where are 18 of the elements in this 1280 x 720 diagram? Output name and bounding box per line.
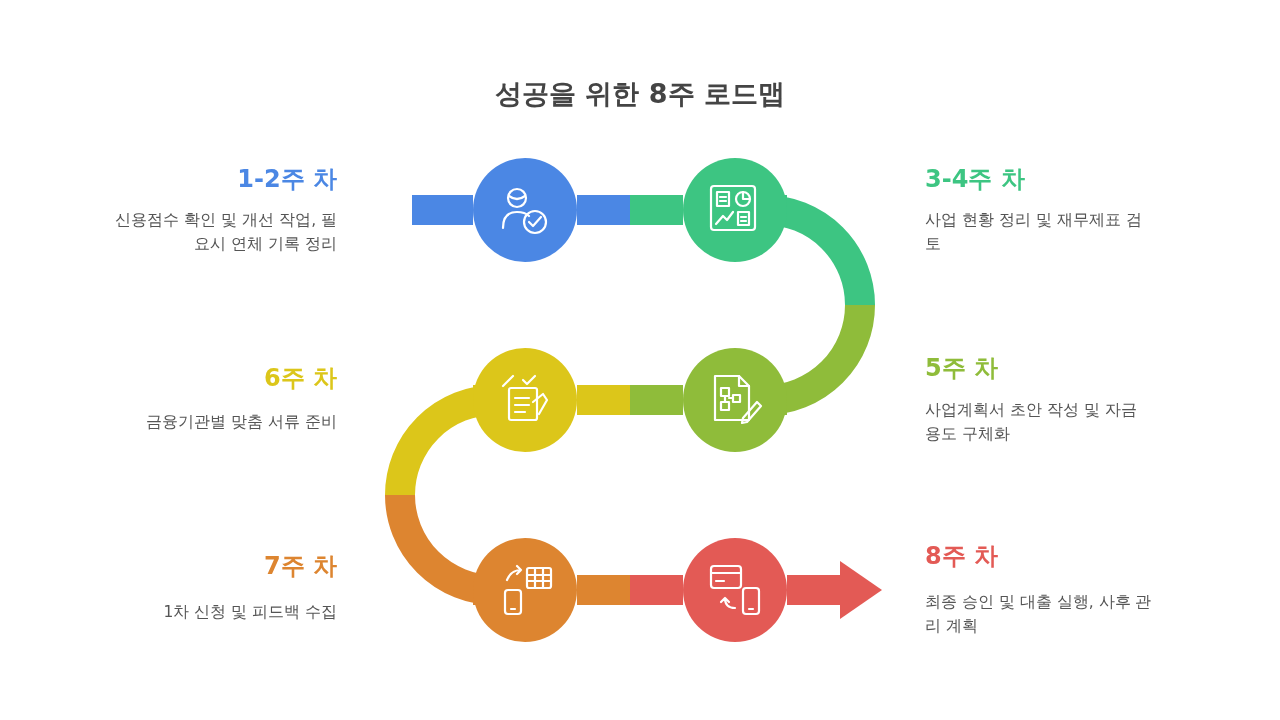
step-description: 금융기관별 맞춤 서류 준비 [145,412,337,433]
path-band [577,385,683,415]
step-heading: 7주 차 [263,551,337,582]
step-heading: 6주 차 [263,363,337,394]
path-band [577,575,683,605]
step-heading: 3-4주 차 [925,164,1025,195]
path-band [577,195,683,225]
title: 성공을 위한 8주 로드맵 [494,77,786,111]
step-description: 신용점수 확인 및 개선 작업, 필요시 연체 기록 정리 [114,210,337,255]
step-heading: 1-2주 차 [237,164,337,195]
step-heading: 5주 차 [925,353,999,384]
step-heading: 8주 차 [925,541,999,572]
step-description: 사업 현황 정리 및 재무제표 검토 [925,210,1143,255]
step-description: 1차 신청 및 피드백 수집 [162,602,337,623]
step-description: 사업계획서 초안 작성 및 자금 용도 구체화 [925,400,1138,445]
step-description: 최종 승인 및 대출 실행, 사후 관리 계획 [925,592,1153,637]
arrow [787,561,882,619]
path-band [412,195,473,225]
